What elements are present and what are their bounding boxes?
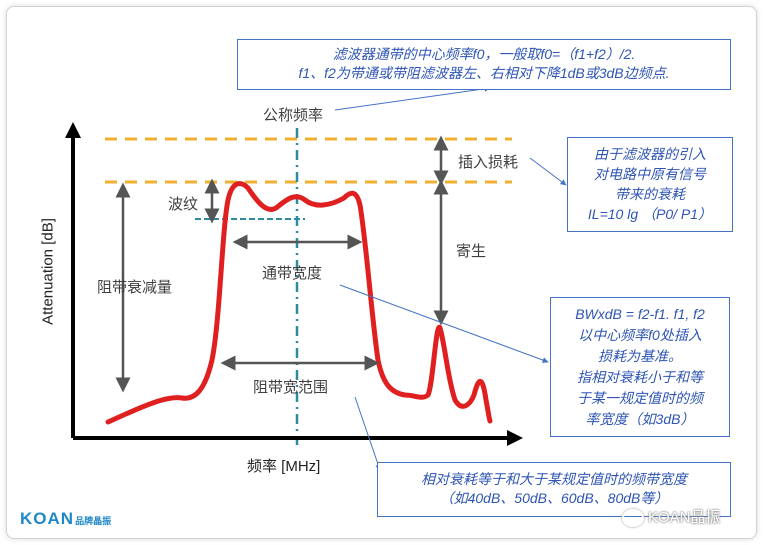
response-curve — [105, 181, 493, 425]
spurious-label: 寄生 — [456, 243, 487, 260]
callout-top-line-1: 滤波器通带的中心频率f0，一般取f0=（f1+f2）/2. — [332, 46, 636, 62]
stopband-width-label: 阻带宽范围 — [253, 379, 329, 396]
callout-bottom-line-1: 相对衰耗等于和大于某规定值时的频带宽度 — [421, 471, 687, 487]
connector-bandwidth — [339, 284, 549, 363]
nominal-frequency-label: 公称频率 — [263, 107, 324, 124]
callout-il-line-1: 由于滤波器的引入 — [594, 146, 706, 162]
center-frequency-callout: 滤波器通带的中心频率f0，一般取f0=（f1+f2）/2. f1、f2为带通或带… — [237, 39, 731, 90]
callout-il-line-4: IL=10 lg （P0/ P1） — [587, 206, 713, 222]
watermark: KOAN晶振 — [622, 506, 721, 528]
connector-top — [334, 85, 491, 111]
y-axis-label: Attenuation [dB] — [39, 218, 57, 325]
callout-bottom-line-2: （如40dB、50dB、60dB、80dB等） — [439, 490, 669, 506]
callout-bw-line-3: 损耗为基准。 — [598, 348, 682, 364]
stopband-width-callout: 相对衰耗等于和大于某规定值时的频带宽度 （如40dB、50dB、60dB、80d… — [377, 462, 731, 517]
callout-bw-line-2: 以中心频率f0处插入 — [578, 327, 702, 343]
connector-bottom — [354, 396, 382, 471]
callout-bw-line-1: BWxdB = f2-f1. f1, f2 — [575, 306, 705, 322]
insertion-loss-callout: 由于滤波器的引入 对电路中原有信号 带来的衰耗 IL=10 lg （P0/ P1… — [567, 137, 733, 232]
slide-frame — [6, 6, 757, 539]
callout-bw-line-5: 于某一规定值时的频 — [577, 390, 703, 406]
insertion-loss-label: 插入损耗 — [458, 154, 519, 171]
stopband-attenuation-label: 阻带衰减量 — [97, 279, 173, 296]
passband-width-label: 通带宽度 — [262, 265, 323, 282]
callout-top-line-2: f1、f2为带通或带阻滤波器左、右相对下降1dB或3dB边频点. — [298, 65, 670, 81]
logo-sub: 品牌晶振 — [75, 516, 112, 526]
x-axis-label: 频率 [MHz] — [247, 458, 321, 475]
logo-brand: KOAN — [20, 509, 75, 528]
watermark-text: KOAN晶振 — [648, 509, 721, 526]
connector-insertion — [529, 157, 567, 186]
callout-il-line-3: 带来的衰耗 — [615, 186, 685, 202]
ripple-label: 波纹 — [168, 196, 199, 213]
callout-il-line-2: 对电路中原有信号 — [594, 166, 706, 182]
wechat-icon — [622, 509, 644, 528]
callout-bw-line-6: 率宽度（如3dB） — [585, 411, 695, 427]
callout-bw-line-4: 指相对衰耗小于和等 — [577, 369, 703, 385]
bandwidth-callout: BWxdB = f2-f1. f1, f2 以中心频率f0处插入 损耗为基准。 … — [550, 297, 730, 437]
koan-logo: KOAN品牌晶振 — [20, 509, 111, 529]
